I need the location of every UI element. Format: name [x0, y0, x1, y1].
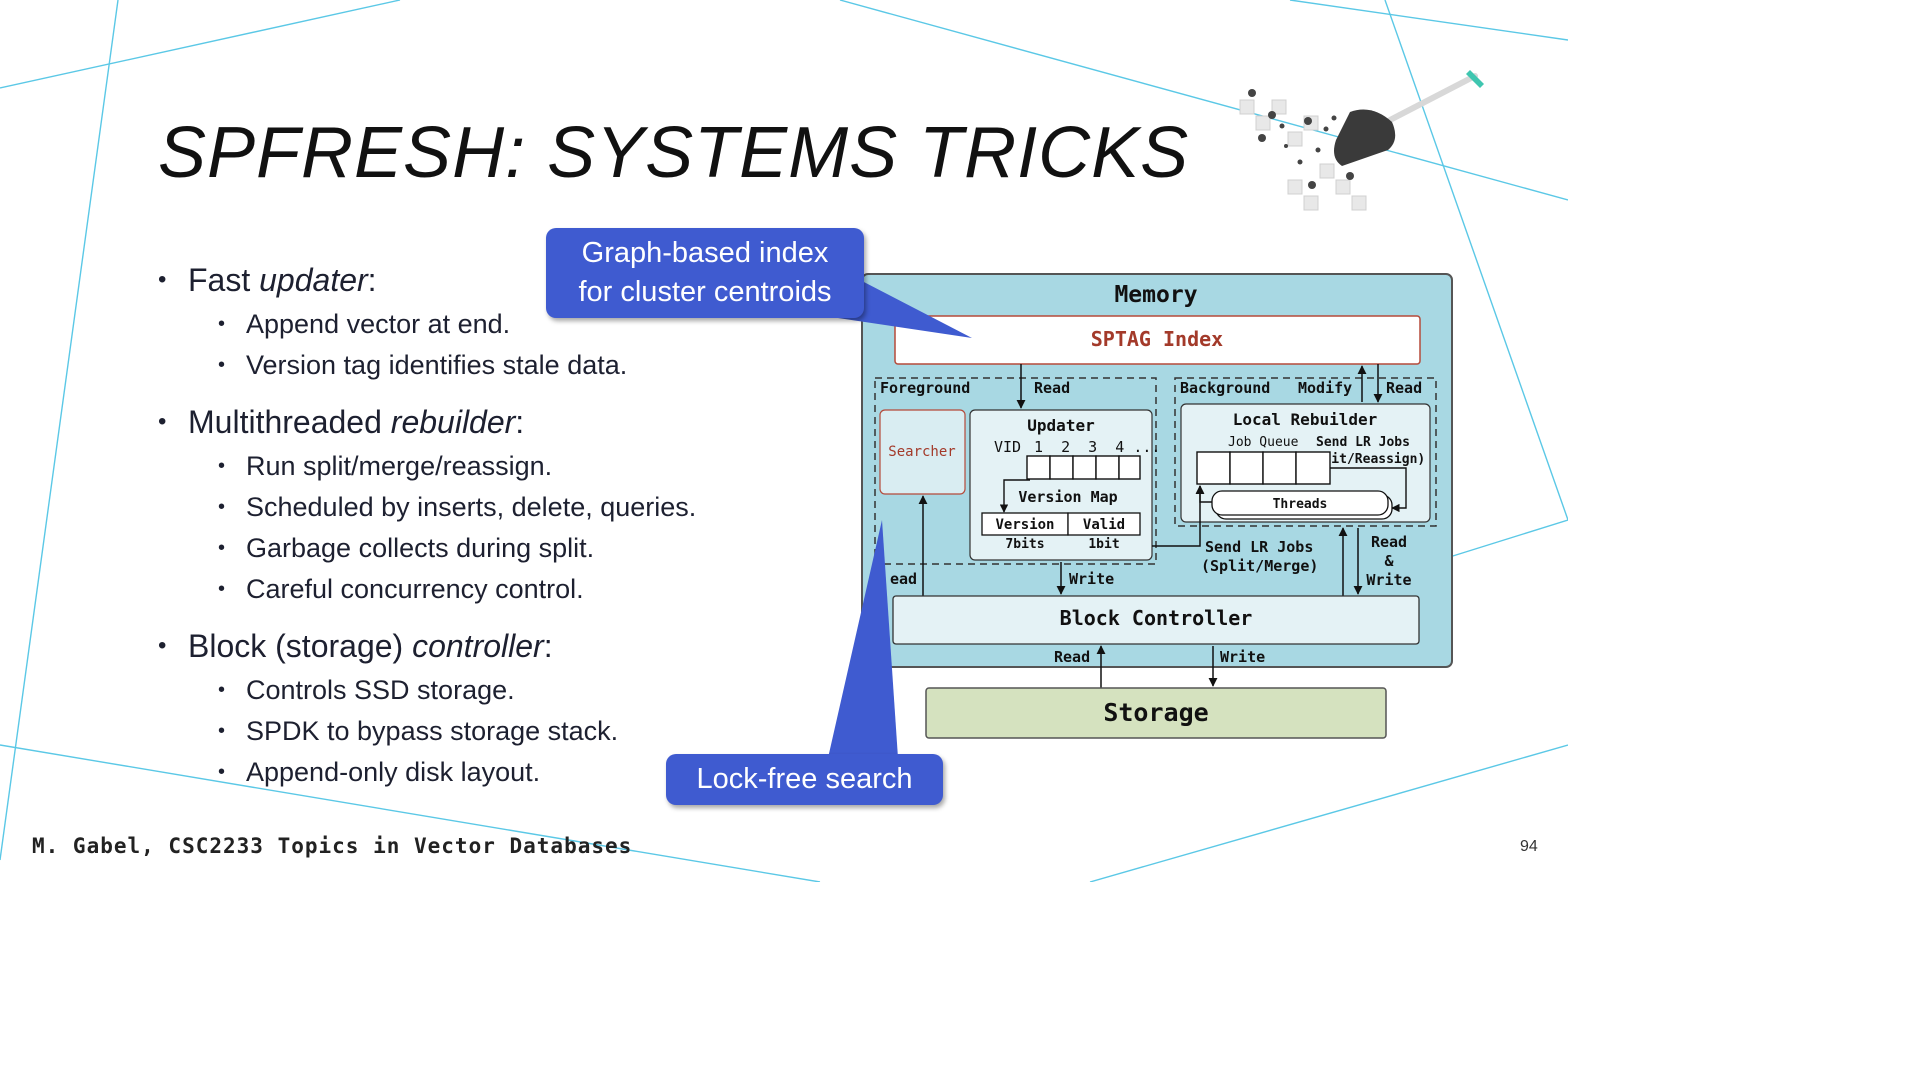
vid-label: VID [994, 438, 1021, 456]
sub-bullet: Run split/merge/reassign. [158, 449, 778, 483]
bullet-suffix: : [367, 262, 377, 298]
bullet-emphasis: updater [259, 262, 368, 298]
send-lr-jobs-arrow [1152, 485, 1205, 547]
bullet-updater: Fast updater: [158, 260, 778, 300]
graph-index-callout: Graph-based index for cluster centroids [546, 228, 864, 318]
sub-bullet: SPDK to bypass storage stack. [158, 714, 778, 748]
send-lr-jobs2-label: Send LR Jobs [1205, 538, 1313, 556]
searcher-box [879, 409, 966, 495]
bullet-emphasis: controller [412, 628, 544, 664]
read-amp-label: Read [1371, 533, 1407, 551]
page-number: 94 [1520, 838, 1538, 855]
vid-numbers: 1 2 3 4 ... [1034, 438, 1160, 456]
write-label-rb: Write [1366, 571, 1411, 589]
sptag-index-box [894, 315, 1421, 365]
shovel-logo-icon [1239, 70, 1484, 211]
background-decoration [0, 0, 1568, 882]
updater-inner-arrow [999, 479, 1030, 513]
version-map-label: Version Map [1018, 488, 1117, 506]
split-merge-label: (Split/Merge) [1201, 557, 1318, 575]
read-label-storage: Read [1054, 648, 1090, 666]
send-lr-jobs-label: Send LR Jobs [1316, 435, 1410, 450]
sub-bullet: Careful concurrency control. [158, 572, 778, 606]
vid-cells [1026, 455, 1141, 480]
memory-box [861, 273, 1453, 668]
bullet-text: Block (storage) [188, 628, 413, 664]
foreground-region [874, 377, 1157, 565]
sub-bullet: Garbage collects during split. [158, 531, 778, 565]
block-controller-box [892, 595, 1420, 645]
sptag-index-label: SPTAG Index [1091, 327, 1223, 351]
sub-bullet: Append-only disk layout. [158, 755, 778, 789]
callout-line-2: for cluster centroids [578, 276, 832, 308]
bullet-suffix: : [515, 404, 525, 440]
bullet-group-updater: Fast updater: Append vector at end. Vers… [158, 260, 778, 382]
sub-bullet: Version tag identifies stale data. [158, 348, 778, 382]
sub-bullet: Append vector at end. [158, 307, 778, 341]
amp-label: & [1384, 552, 1394, 570]
bullet-text: Multithreaded [188, 404, 391, 440]
bits7-label: 7bits [1005, 537, 1044, 552]
storage-label: Storage [1103, 698, 1208, 727]
bullet-rebuilder: Multithreaded rebuilder: [158, 402, 778, 442]
bullet-list: Fast updater: Append vector at end. Vers… [158, 260, 778, 809]
memory-label: Memory [1114, 282, 1197, 308]
background-region [1174, 377, 1437, 527]
read-label-fg: Read [1034, 379, 1070, 397]
local-rebuilder-label: Local Rebuilder [1233, 410, 1378, 429]
bullet-emphasis: rebuilder [390, 404, 516, 440]
bullet-text: Fast [188, 262, 260, 298]
slide-footer: M. Gabel, CSC2233 Topics in Vector Datab… [32, 834, 633, 858]
valid-cell [1067, 512, 1141, 536]
sub-bullet: Scheduled by inserts, delete, queries. [158, 490, 778, 524]
modify-label: Modify [1298, 379, 1352, 397]
job-queue-label: Job Queue [1228, 435, 1299, 450]
read-label-bg: Read [1386, 379, 1422, 397]
bottom-callout-pointer [828, 520, 898, 758]
threads-box-front [1211, 490, 1389, 516]
searcher-label: Searcher [888, 444, 955, 460]
lock-free-search-callout: Lock-free search [666, 754, 943, 805]
storage-box [925, 687, 1387, 739]
split-reassign-label: (Split/Reassign) [1300, 452, 1425, 467]
callout-line-1: Graph-based index [581, 237, 829, 269]
threads-label: Threads [1273, 497, 1328, 512]
sub-bullet: Controls SSD storage. [158, 673, 778, 707]
bullet-group-rebuilder: Multithreaded rebuilder: Run split/merge… [158, 402, 778, 606]
job-queue-loop-arrow [1330, 467, 1407, 513]
updater-label: Updater [1027, 416, 1094, 435]
job-queue-cells [1196, 451, 1331, 485]
block-controller-label: Block Controller [1060, 606, 1253, 630]
bit1-label: 1bit [1088, 537, 1119, 552]
slide-title: SPFRESH: SYSTEMS TRICKS [158, 113, 1190, 193]
bullet-controller: Block (storage) controller: [158, 626, 778, 666]
bullet-suffix: : [543, 628, 553, 664]
read-partial-label: ead [890, 570, 917, 588]
bullet-group-controller: Block (storage) controller: Controls SSD… [158, 626, 778, 789]
valid-label: Valid [1083, 517, 1125, 533]
version-label: Version [995, 517, 1054, 533]
callout-text: Lock-free search [696, 763, 913, 795]
top-callout-pointer [838, 280, 972, 338]
foreground-label: Foreground [880, 379, 970, 397]
write-label-updater: Write [1069, 570, 1114, 588]
spfresh-architecture-diagram: Memory SPTAG Index Foreground Read Backg… [828, 273, 1453, 758]
background-label: Background [1180, 379, 1270, 397]
write-label-storage: Write [1220, 648, 1265, 666]
